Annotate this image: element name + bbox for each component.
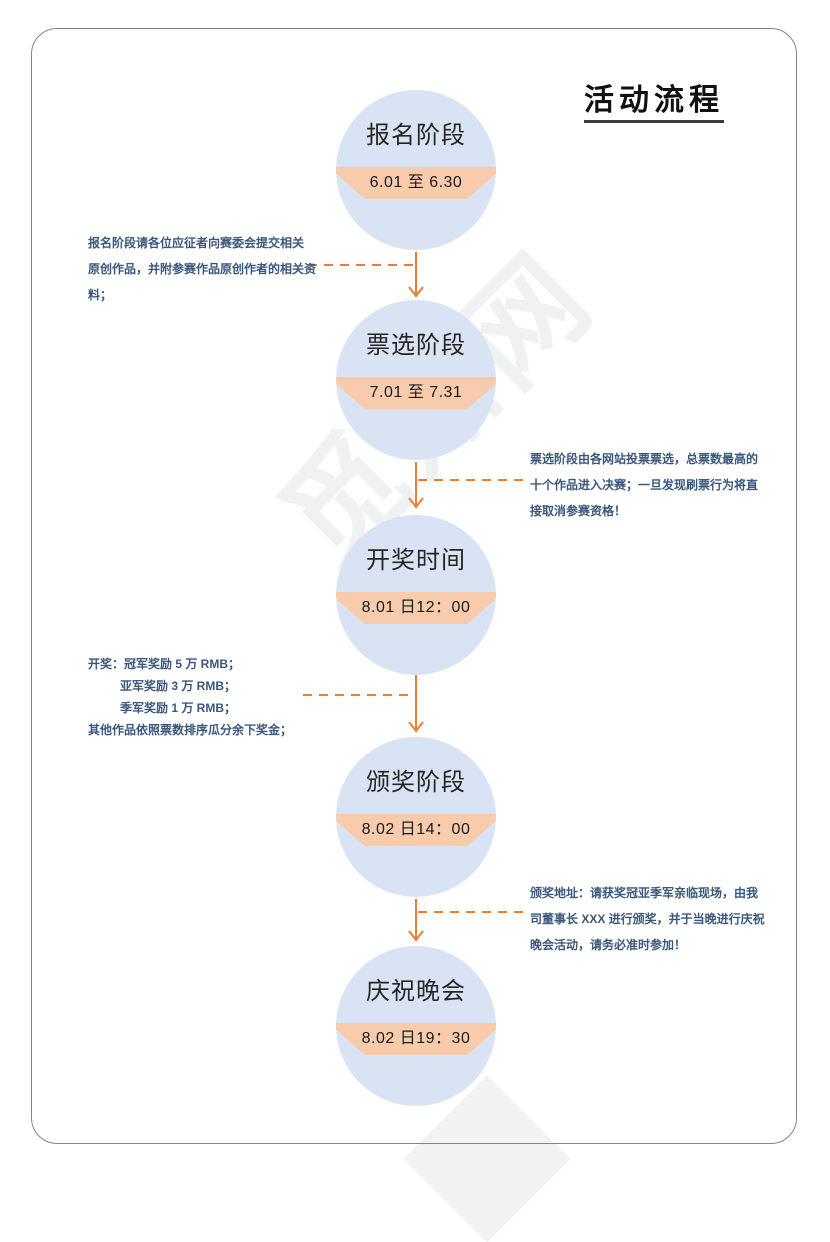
note-award-venue: 颁奖地址：请获奖冠亚季军亲临现场，由我 司董事长 XXX 进行颁奖，并于当晚进行… (530, 880, 765, 958)
page-border-frame (31, 28, 797, 1144)
page-title: 活动流程 (584, 84, 724, 123)
stage-date: 7.01 至 7.31 (369, 384, 463, 401)
note-line: 报名阶段请各位应征者向赛委会提交相关 (88, 236, 305, 250)
stage-name: 报名阶段 (366, 122, 466, 149)
stage-date: 8.02 日19：30 (361, 1030, 471, 1047)
stage-name: 庆祝晚会 (366, 978, 466, 1005)
stage-date: 6.01 至 6.30 (369, 174, 463, 191)
note-line: 料； (88, 288, 113, 302)
note-line: 司董事长 XXX 进行颁奖，并于当晚进行庆祝 (530, 912, 765, 926)
note-line: 颁奖地址：请获奖冠亚季军亲临现场，由我 (530, 886, 759, 900)
note-registration: 报名阶段请各位应征者向赛委会提交相关 原创作品，并附参赛作品原创作者的相关资 料… (88, 230, 316, 308)
note-voting: 票选阶段由各网站投票票选，总票数最高的 十个作品进入决赛；一旦发现刷票行为将直 … (530, 446, 758, 524)
stage-circle-draw: 开奖时间 8.01 日12：00 (336, 515, 496, 675)
note-line: 晚会活动，请务必准时参加！ (530, 938, 687, 952)
stage-name: 开奖时间 (366, 547, 466, 574)
stage-circle-voting: 票选阶段 7.01 至 7.31 (336, 300, 496, 460)
stage-name: 票选阶段 (366, 332, 466, 359)
stage-circle-registration: 报名阶段 6.01 至 6.30 (336, 90, 496, 250)
stage-name: 颁奖阶段 (366, 769, 466, 796)
date-band (336, 377, 496, 409)
date-band (336, 814, 496, 846)
date-band (336, 592, 496, 624)
stage-circle-award: 颁奖阶段 8.02 日14：00 (336, 737, 496, 897)
note-line: 原创作品，并附参赛作品原创作者的相关资 (88, 262, 317, 276)
stage-circle-party: 庆祝晚会 8.02 日19：30 (336, 946, 496, 1106)
note-prizes: 开奖：冠军奖励 5 万 RMB； 亚军奖励 3 万 RMB； 季军奖励 1 万 … (88, 653, 292, 741)
note-line: 票选阶段由各网站投票票选，总票数最高的 (530, 452, 759, 466)
note-line: 亚军奖励 3 万 RMB； (120, 679, 237, 693)
note-line: 十个作品进入决赛；一旦发现刷票行为将直 (530, 478, 759, 492)
note-line: 接取消参赛资格！ (530, 504, 627, 518)
note-line: 开奖：冠军奖励 5 万 RMB； (88, 657, 241, 671)
stage-date: 8.01 日12：00 (361, 599, 471, 616)
date-band (336, 167, 496, 199)
stage-date: 8.02 日14：00 (361, 821, 471, 838)
date-band (336, 1023, 496, 1055)
flowchart-page: 觅知网 活动流程 报名阶段 6.01 至 6.30 票选阶段 7.01 至 7.… (31, 28, 797, 1242)
note-line: 季军奖励 1 万 RMB； (120, 701, 237, 715)
note-line: 其他作品依照票数排序瓜分余下奖金； (88, 723, 293, 737)
